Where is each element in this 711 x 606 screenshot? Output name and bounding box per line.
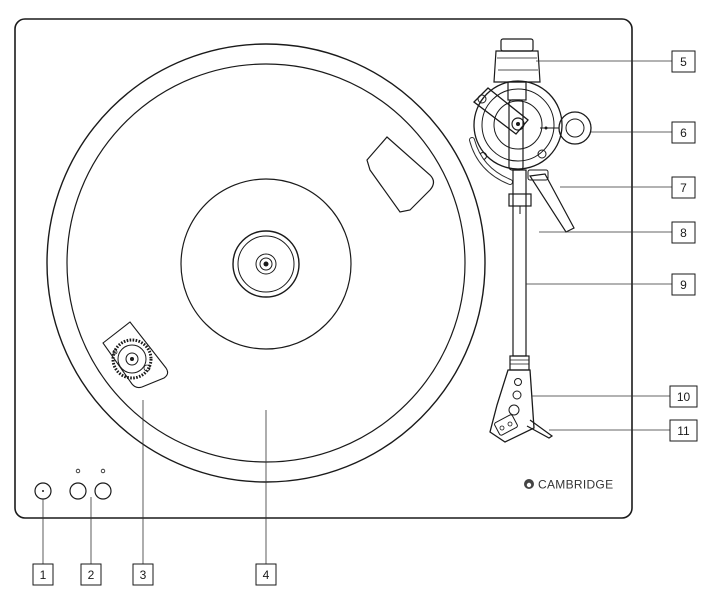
leader-lines — [42, 60, 672, 564]
svg-text:5: 5 — [680, 55, 687, 69]
brand-text: CAMBRIDGE — [538, 478, 613, 492]
callout-5: 5 — [671, 50, 696, 73]
speed-adjust-dial[interactable] — [102, 321, 169, 389]
callout-8: 8 — [671, 221, 696, 244]
callout-4: 4 — [255, 563, 277, 586]
headshell — [489, 369, 535, 443]
brand-logo: CAMBRIDGE — [524, 478, 613, 492]
svg-text:1: 1 — [40, 568, 47, 582]
callout-6: 6 — [671, 121, 696, 144]
svg-text:9: 9 — [680, 278, 687, 292]
callout-3: 3 — [132, 563, 154, 586]
callout-2: 2 — [80, 563, 102, 586]
svg-text:3: 3 — [140, 568, 147, 582]
tonearm-bearing-assembly — [469, 80, 563, 185]
svg-text:11: 11 — [677, 424, 690, 438]
svg-text:10: 10 — [677, 390, 691, 404]
platter-window — [366, 136, 435, 213]
callout-10: 10 — [669, 385, 698, 408]
svg-text:8: 8 — [680, 226, 687, 240]
counterweight[interactable] — [493, 38, 541, 101]
anti-skate-weight[interactable] — [540, 111, 592, 145]
plinth — [14, 18, 633, 519]
speed-button-right[interactable] — [94, 468, 112, 500]
cue-lever[interactable] — [527, 169, 575, 233]
callout-9: 9 — [671, 273, 696, 296]
spindle-clamp[interactable] — [232, 230, 300, 298]
finger-lift[interactable] — [494, 414, 554, 439]
callout-11: 11 — [669, 419, 698, 442]
arm-rest — [508, 193, 532, 214]
svg-text:2: 2 — [88, 568, 95, 582]
callout-7: 7 — [671, 176, 696, 199]
speed-button-left[interactable] — [69, 468, 87, 500]
svg-text:6: 6 — [680, 126, 687, 140]
svg-text:7: 7 — [680, 181, 687, 195]
record-label-area — [180, 178, 352, 350]
svg-text:4: 4 — [263, 568, 270, 582]
callout-1: 1 — [32, 563, 54, 586]
